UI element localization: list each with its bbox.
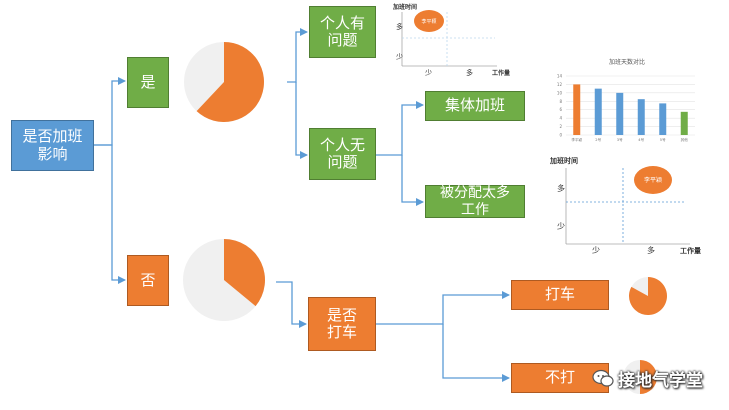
yes-pie-slice: [196, 42, 265, 122]
bar-chart-ytick: 2: [559, 124, 562, 129]
quadrant-large-bubble: [634, 166, 672, 194]
connector-root-no: [94, 144, 126, 284]
connector-yes-problem: [287, 28, 308, 83]
no-pie-slice: [224, 239, 265, 307]
personal-no-problem-node: 个人无 问题: [309, 128, 376, 180]
quadrant-small-ylow: 少: [396, 53, 403, 61]
taxi-node: 打车: [511, 280, 609, 310]
bar-chart-xtick: 其他: [681, 137, 689, 142]
bar-chart-ytick: 8: [559, 99, 562, 104]
quadrant-small-yhigh: 多: [396, 22, 403, 31]
bar-3: [637, 99, 645, 135]
bar-chart-ytick: 14: [557, 74, 563, 79]
quadrant-large-ylabel: 加班时间: [549, 156, 578, 165]
taxi-pie: [628, 277, 667, 315]
quadrant-small-bubble-label: 李平颖: [421, 18, 436, 25]
no-pie: [183, 239, 265, 321]
clock-in-node: 是否 打车: [308, 297, 376, 351]
connector-clockin-notaxi: [442, 324, 510, 382]
quadrant-small-xlow: 少: [425, 69, 432, 77]
connector-yes-noproblem: [295, 82, 308, 159]
wechat-icon: [592, 369, 614, 387]
bar-2: [616, 92, 624, 135]
assigned-too-much-node: 被分配太多 工作: [425, 185, 525, 218]
root-node: 是否加班 影响: [11, 120, 94, 171]
watermark-text: 接地气学堂: [618, 370, 703, 391]
watermark: 接地气学堂: [592, 364, 722, 392]
bar-chart-ytick: 12: [557, 82, 563, 87]
bar-4: [659, 103, 667, 135]
quadrant-small-xhigh: 多: [466, 68, 473, 77]
yes-node: 是: [127, 57, 169, 108]
connector-noproblem-collective: [376, 101, 424, 156]
no-taxi-pie-slice: [640, 360, 657, 394]
no-node: 否: [127, 255, 169, 306]
bar-chart-xtick: 5号: [660, 137, 666, 142]
bar-chart-ytick: 10: [557, 90, 563, 95]
bar-chart-ytick: 6: [559, 107, 562, 112]
bar-chart-yticks: 0 2 4 6 8 10 12 14: [557, 74, 563, 138]
quadrant-large-yhigh: 多: [557, 183, 565, 193]
bar-chart-ytick: 4: [559, 116, 562, 121]
taxi-pie-slice: [628, 277, 667, 315]
quadrant-large-xlabel: 工作量: [680, 246, 701, 255]
no-taxi-pie: [623, 360, 657, 394]
quadrant-small-xlabel: 工作量: [492, 69, 510, 77]
bar-0: [573, 84, 581, 135]
quadrant-small-bubble: [414, 10, 444, 32]
connector-noproblem-assigned: [401, 155, 424, 206]
bar-chart-xtick: 2号: [595, 137, 601, 142]
quadrant-large-xhigh: 多: [647, 245, 655, 255]
bar-chart-xtick: 4号: [638, 137, 644, 142]
quadrant-large-xlow: 少: [592, 246, 600, 255]
bar-chart-title: 加班天数对比: [609, 58, 645, 66]
bar-chart-xtick: 3号: [617, 137, 623, 142]
quadrant-small-ylabel: 加班时间: [392, 3, 417, 11]
connector-clockin-taxi: [376, 291, 510, 325]
bar-5: [680, 111, 688, 135]
quadrant-large-ylow: 少: [557, 222, 565, 231]
personal-problem-node: 个人有 问题: [309, 6, 376, 58]
yes-pie: [184, 42, 265, 122]
bar-chart-xticks: 李平颖 2号 3号 4号 5号 其他: [571, 137, 688, 142]
connector-no-clockin: [276, 281, 307, 328]
collective-overtime-node: 集体加班: [425, 91, 525, 121]
bar-chart-bars: [573, 84, 688, 135]
bar-chart-ytick: 0: [559, 133, 562, 138]
bar-1: [594, 88, 602, 135]
quadrant-large-bubble-label: 李平颖: [644, 176, 662, 184]
bar-chart-xtick: 李平颖: [571, 137, 582, 142]
bar-chart-grid: [566, 75, 695, 136]
